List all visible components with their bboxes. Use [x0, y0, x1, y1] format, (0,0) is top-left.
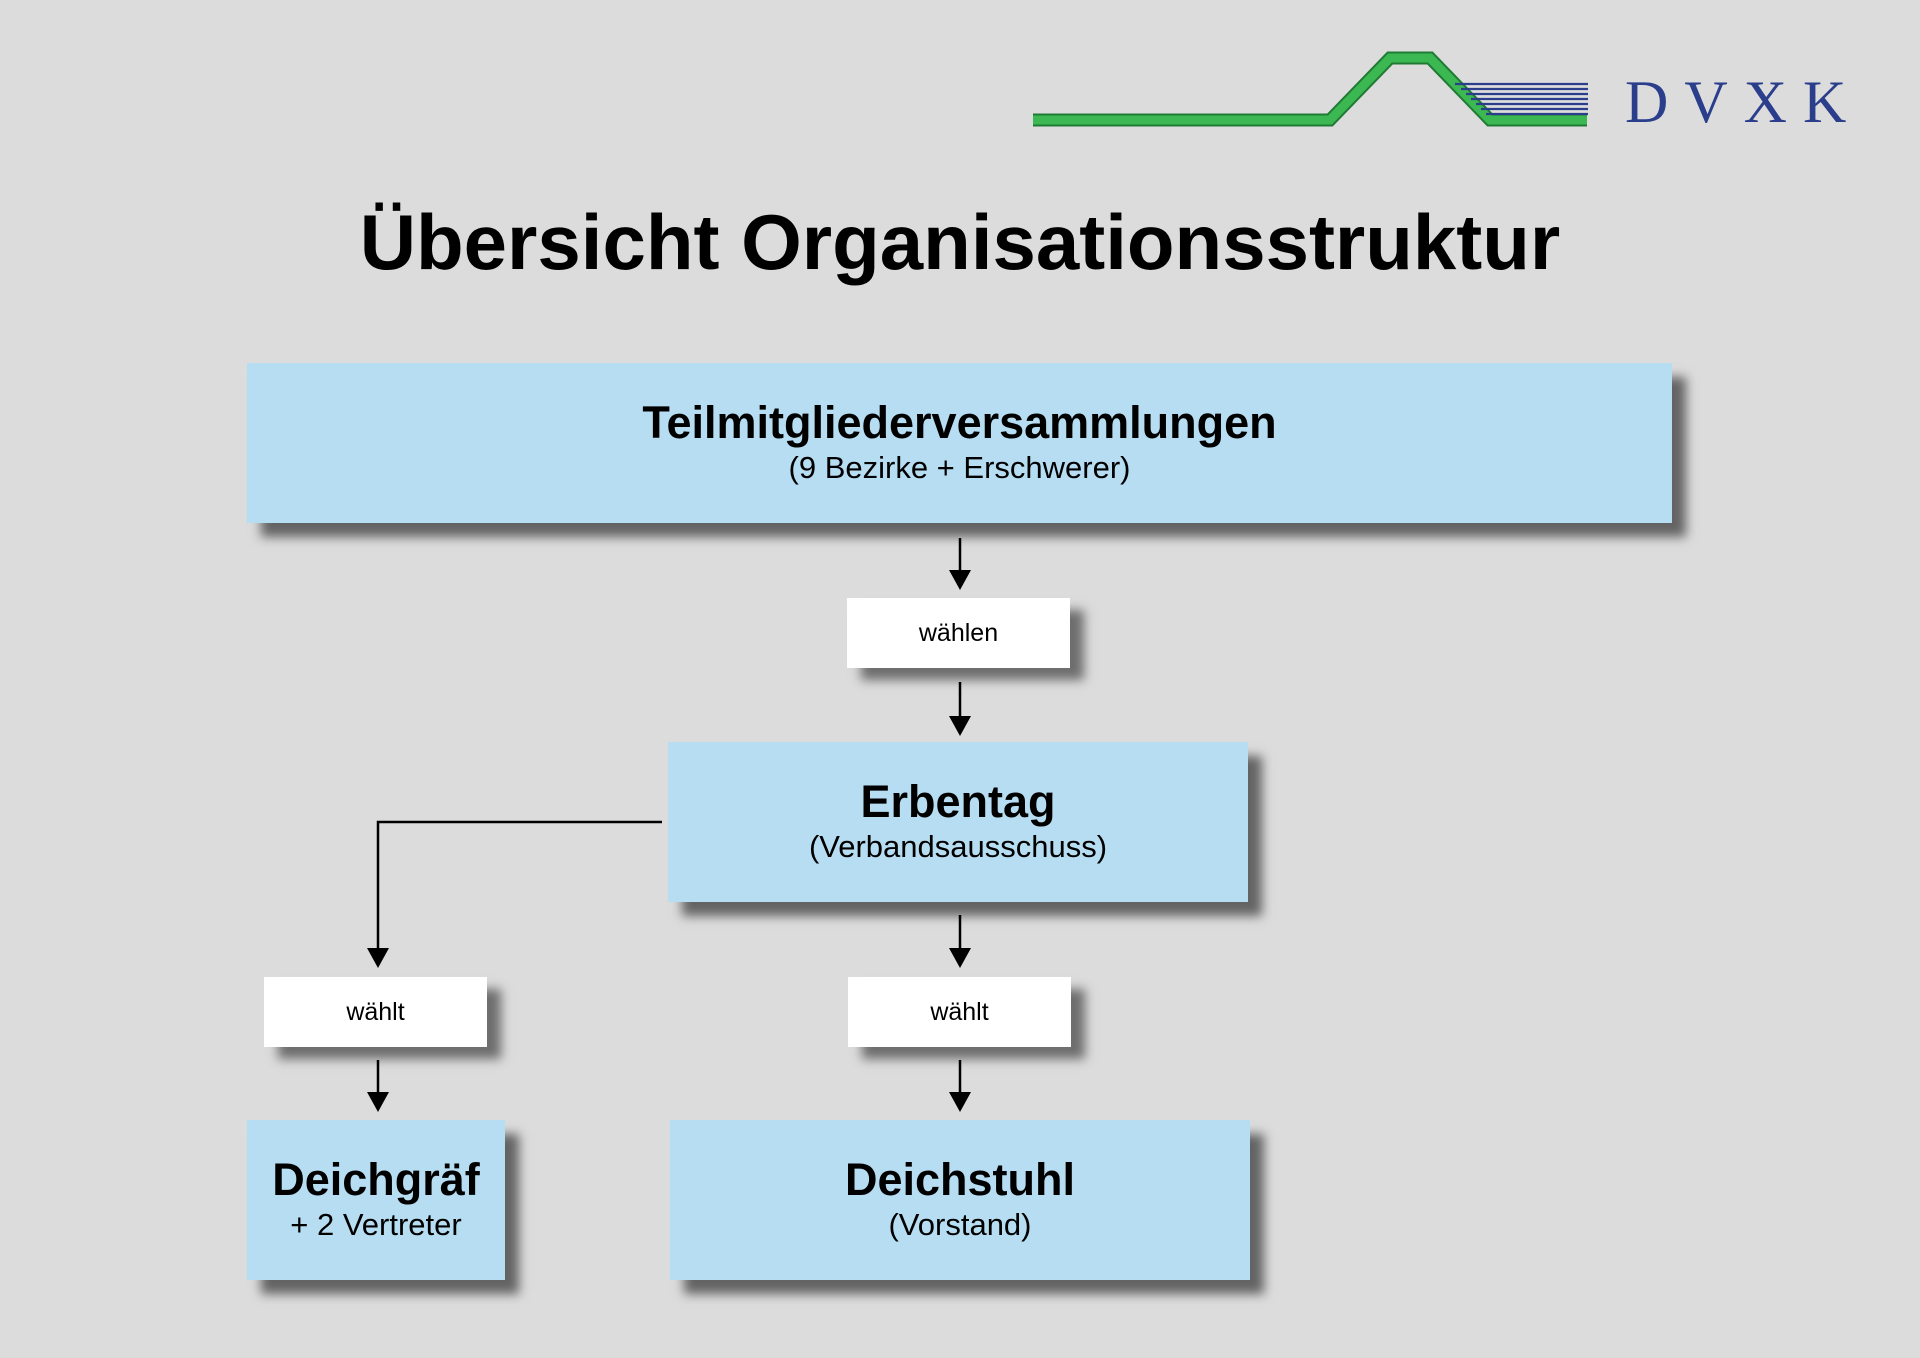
arrowhead-6 — [949, 1092, 971, 1112]
box-title: Deichstuhl — [844, 1154, 1076, 1206]
box-title: Erbentag — [860, 776, 1056, 828]
box-erbentag: Erbentag (Verbandsausschuss) — [668, 742, 1248, 902]
label-waehlt-right: wählt — [848, 977, 1071, 1047]
dvxk-logo-graphic — [1033, 51, 1588, 127]
box-title: Deichgräf — [272, 1154, 480, 1206]
arrowhead-2 — [949, 716, 971, 736]
label-waehlen: wählen — [847, 598, 1070, 668]
box-deichstuhl: Deichstuhl (Vorstand) — [670, 1120, 1250, 1280]
box-deichgraef: Deichgräf + 2 Vertreter — [247, 1120, 505, 1280]
page-title: Übersicht Organisationsstruktur — [359, 198, 1561, 286]
box-subtitle: (Vorstand) — [888, 1206, 1032, 1242]
arrow-erbentag-to-waehlt-left — [376, 820, 662, 948]
box-subtitle: + 2 Vertreter — [290, 1206, 462, 1242]
box-teilmitgliederversammlungen: Teilmitgliederversammlungen (9 Bezirke +… — [247, 363, 1672, 523]
arrowhead-3 — [367, 948, 389, 968]
logo-text: DVXK — [1625, 69, 1863, 135]
arrowhead-4 — [949, 948, 971, 968]
arrowhead-5 — [367, 1092, 389, 1112]
box-title: Teilmitgliederversammlungen — [642, 397, 1277, 449]
box-subtitle: (Verbandsausschuss) — [808, 828, 1108, 864]
arrowhead-1 — [949, 570, 971, 590]
logo-water-lines — [1455, 82, 1588, 116]
box-subtitle: (9 Bezirke + Erschwerer) — [788, 449, 1131, 485]
label-waehlt-left: wählt — [264, 977, 487, 1047]
